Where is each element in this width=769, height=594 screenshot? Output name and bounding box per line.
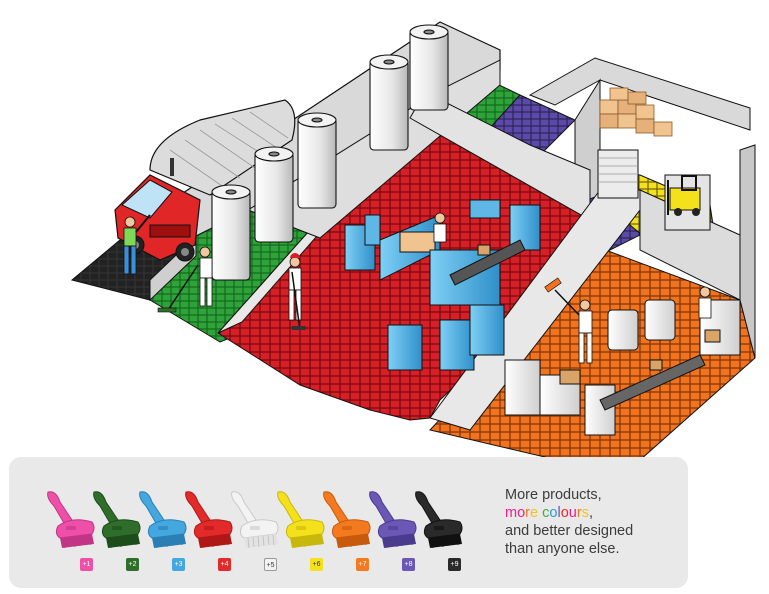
colorful-letter: o [560, 505, 569, 521]
colorful-letter: o [517, 505, 526, 521]
processing-machines [344, 199, 541, 371]
tagline: More products, more colours, and better … [505, 486, 685, 558]
tagline-line-2: more colours, [505, 504, 685, 522]
worker-processing-1 [433, 212, 447, 243]
brush-badge-2: +2 [126, 558, 139, 571]
stacked-boxes [599, 87, 673, 137]
brush-5 [231, 491, 279, 549]
brush-badge-6: +6 [310, 558, 323, 571]
worker-tank-room [157, 246, 213, 313]
tagline-line-1: More products, [505, 487, 602, 503]
brush-7 [323, 491, 371, 549]
worker-processing-2 [288, 253, 306, 331]
brush-8 [369, 491, 417, 549]
brush-6 [277, 491, 325, 549]
colorful-letter: m [505, 505, 518, 521]
packing-machines [504, 299, 741, 436]
right-outer-wall [739, 144, 756, 359]
colorful-letter: u [568, 505, 577, 521]
brush-3 [139, 491, 187, 549]
colorful-words: more colours [505, 505, 589, 521]
forklift [667, 175, 701, 216]
tagline-line-2-tail: , [588, 505, 593, 521]
brush-9 [415, 491, 463, 549]
colorful-letter: l [557, 505, 561, 521]
storage-back-wall [528, 57, 751, 131]
colorful-letter: r [525, 505, 531, 521]
colorful-letter: e [530, 505, 539, 521]
brush-badge-1: +1 [80, 558, 93, 571]
colorful-letter: r [576, 505, 582, 521]
brush-2 [93, 491, 141, 549]
brush-badge-4: +4 [218, 558, 231, 571]
storage-tanks [211, 24, 449, 281]
brush-badge-5: +5 [264, 558, 277, 571]
brush-badge-9: +9 [448, 558, 461, 571]
brush-badge-3: +3 [172, 558, 185, 571]
brush-1 [47, 491, 95, 549]
brush-badge-8: +8 [402, 558, 415, 571]
colorful-letter: o [549, 505, 558, 521]
colorful-letter: c [542, 505, 550, 521]
worker-truck [123, 214, 151, 275]
worker-packing-1 [544, 277, 593, 364]
tagline-line-4: than anyone else. [505, 541, 620, 557]
tagline-line-3: and better designed [505, 523, 634, 539]
brush-badge-7: +7 [356, 558, 369, 571]
worker-packing-2 [698, 286, 712, 319]
colorful-letter: s [581, 505, 589, 521]
brush-4 [185, 491, 233, 549]
